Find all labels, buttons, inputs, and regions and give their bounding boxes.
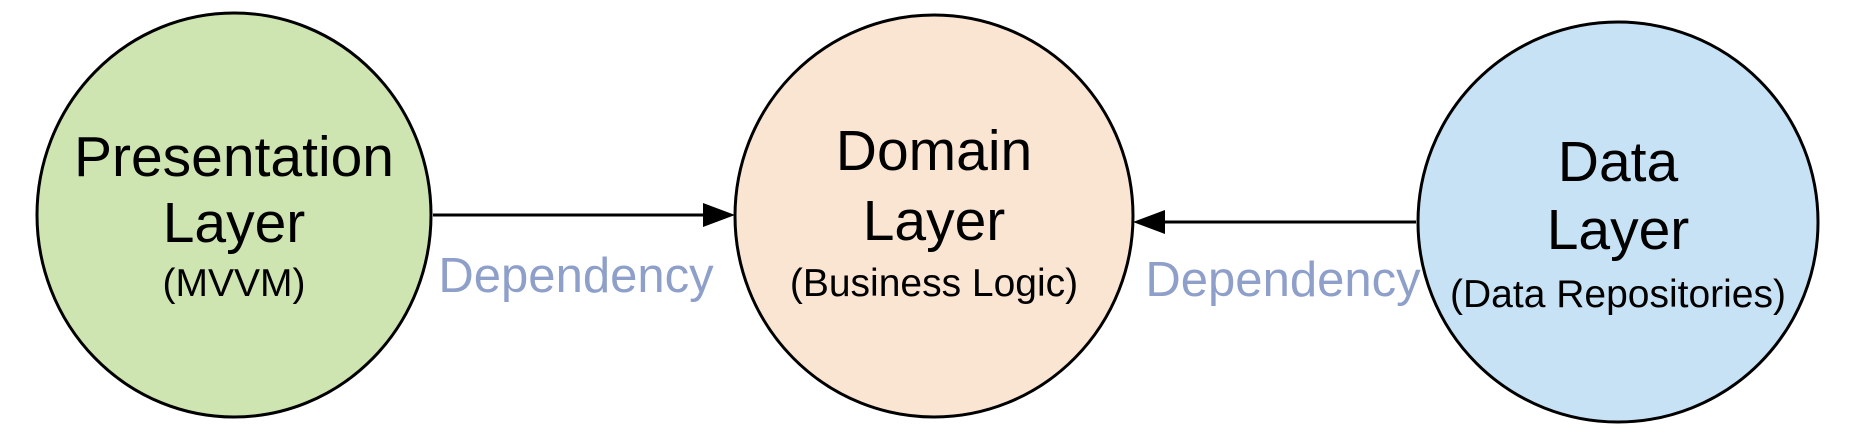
domain-layer-title-line2: Layer (863, 189, 1006, 253)
presentation-layer-ellipse (35, 11, 433, 419)
data-layer-ellipse (1416, 20, 1820, 424)
arrowhead-right-icon (703, 203, 735, 227)
edge-data-to-domain: Dependency (1133, 210, 1421, 307)
node-domain-layer: Domain Layer (Business Logic) (733, 13, 1135, 419)
data-to-domain-label: Dependency (1145, 253, 1421, 307)
domain-layer-title-line1: Domain (836, 119, 1032, 183)
data-layer-title-line2: Layer (1547, 198, 1690, 262)
arrowhead-left-icon (1133, 210, 1165, 234)
node-data-layer: Data Layer (Data Repositories) (1416, 20, 1820, 424)
data-layer-title-line1: Data (1558, 130, 1679, 194)
presentation-layer-title-line1: Presentation (74, 125, 394, 189)
node-presentation-layer: Presentation Layer (MVVM) (35, 11, 433, 419)
data-layer-subtitle: (Data Repositories) (1450, 273, 1786, 316)
presentation-layer-title-line2: Layer (163, 191, 306, 255)
presentation-to-domain-label: Dependency (438, 249, 714, 303)
edge-presentation-to-domain: Dependency (433, 203, 735, 303)
domain-layer-ellipse (733, 13, 1135, 419)
presentation-layer-subtitle: (MVVM) (163, 262, 306, 305)
domain-layer-subtitle: (Business Logic) (790, 262, 1078, 305)
